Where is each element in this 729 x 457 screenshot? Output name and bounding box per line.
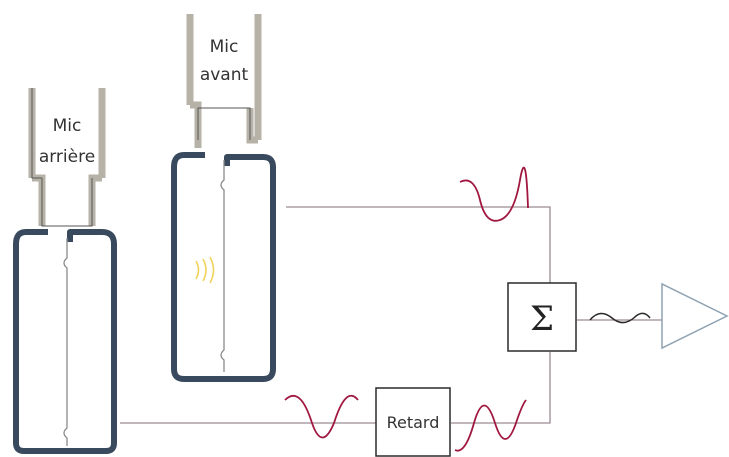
rear-mic-tube <box>28 88 106 227</box>
delay-block: Retard <box>375 387 451 457</box>
summing-block: Σ <box>507 282 577 352</box>
delay-output-line <box>451 352 551 424</box>
rear-microphone: Mic arrière <box>13 88 117 454</box>
front-mic-label-line1: Mic <box>210 37 239 57</box>
front-mic-label-line2: avant <box>200 65 249 85</box>
front-sine-wave <box>459 166 529 222</box>
front-microphone: Mic avant <box>171 14 276 382</box>
rear-mic-label-line2: arrière <box>39 147 95 167</box>
sound-waves-icon <box>195 256 215 284</box>
front-mic-capsule <box>171 152 276 382</box>
rear-mic-diaphragm <box>63 238 68 446</box>
rear-mic-label-line1: Mic <box>53 116 82 136</box>
rear-sine-wave <box>284 394 359 439</box>
front-mic-tube <box>186 14 262 148</box>
front-mic-diaphragm <box>220 160 225 372</box>
rear-mic-capsule <box>13 229 117 454</box>
sum-symbol: Σ <box>530 299 554 339</box>
delayed-sine-wave <box>454 399 527 452</box>
delay-label: Retard <box>387 413 440 432</box>
amplifier-triangle-icon <box>661 282 729 350</box>
summed-output-wave <box>589 312 651 324</box>
front-signal-line <box>286 206 551 283</box>
